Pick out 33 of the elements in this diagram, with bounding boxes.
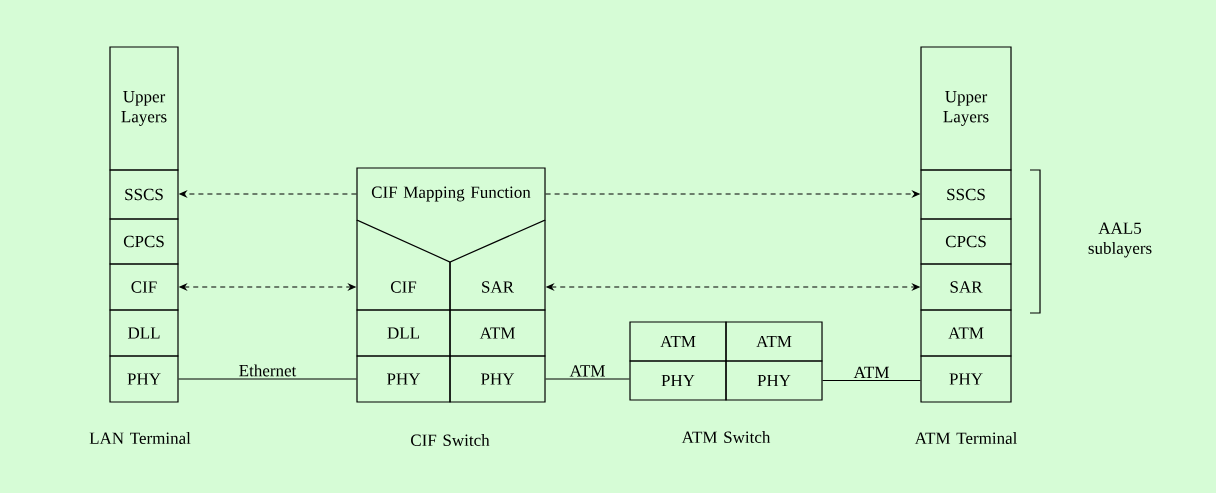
layer-box: ATM: [725, 321, 823, 362]
layer-box: PHY: [109, 355, 179, 403]
bracket-label: AAL5 sublayers: [1088, 222, 1152, 258]
layer-box: PHY: [629, 360, 727, 401]
layer-box: PHY: [920, 355, 1012, 403]
layer-box: Upper Layers: [109, 46, 179, 171]
edge-label: Ethernet: [237, 363, 298, 378]
connector: [545, 378, 630, 380]
layer-box: CIF: [109, 263, 179, 311]
layer-box: PHY: [449, 355, 546, 403]
caption: LAN Terminal: [89, 432, 191, 444]
layer-box: DLL: [356, 309, 451, 357]
layer-box: CPCS: [109, 218, 179, 265]
layer-box: SAR: [449, 219, 546, 311]
caption: CIF Switch: [411, 434, 490, 446]
layer-box: PHY: [725, 360, 823, 401]
layer-box: SAR: [920, 263, 1012, 311]
layer-box: ATM: [920, 309, 1012, 357]
edge-label: ATM: [568, 364, 607, 378]
mapping-box: CIF Mapping Function: [356, 167, 546, 263]
layer-box: Upper Layers: [920, 46, 1012, 171]
caption: ATM Terminal: [914, 432, 1017, 444]
connector: [178, 378, 357, 380]
connector: [822, 379, 921, 382]
layer-box: ATM: [449, 309, 546, 357]
layer-box: CIF: [356, 219, 451, 311]
caption: ATM Switch: [681, 431, 771, 443]
layer-box: PHY: [356, 355, 451, 403]
layer-box: SSCS: [920, 169, 1012, 220]
layer-box: CPCS: [920, 218, 1012, 265]
layer-box: SSCS: [109, 169, 179, 220]
layer-box: ATM: [629, 321, 727, 362]
layer-box: DLL: [109, 309, 179, 357]
